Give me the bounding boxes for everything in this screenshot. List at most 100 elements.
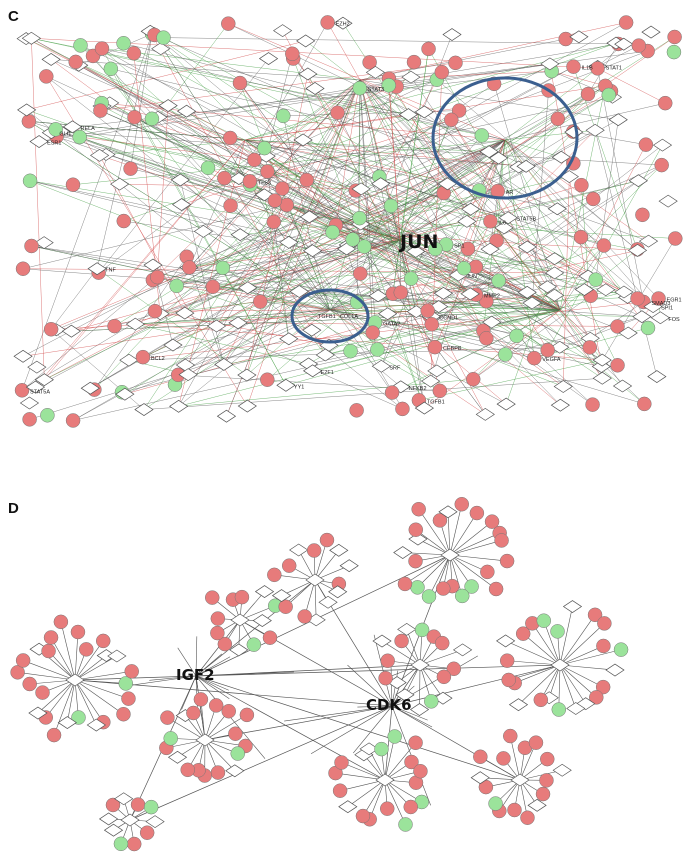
- network-node: [536, 613, 552, 628]
- network-node: [242, 174, 258, 189]
- network-node: [424, 317, 439, 332]
- network-edge: [78, 64, 268, 172]
- network-node: [10, 665, 25, 680]
- network-edge: [228, 23, 527, 167]
- network-edge: [595, 119, 619, 280]
- network-node: [432, 513, 448, 528]
- network-node: [46, 727, 62, 743]
- network-node: [547, 202, 567, 216]
- network-node: [223, 198, 238, 213]
- network-node: [217, 170, 232, 186]
- node-label: GLI1: [59, 132, 71, 138]
- network-edge: [359, 79, 425, 113]
- network-node: [469, 505, 485, 521]
- network-node: [13, 349, 33, 363]
- network-node: [330, 105, 345, 120]
- network-node: [93, 103, 108, 118]
- network-edge: [129, 705, 393, 821]
- network-edge: [74, 679, 124, 715]
- cluster-center-node: [375, 773, 395, 787]
- network-edge: [99, 139, 246, 156]
- network-node: [597, 616, 612, 631]
- network-node: [28, 706, 48, 720]
- network-edge: [23, 309, 331, 357]
- network-node: [383, 198, 399, 214]
- network-node: [22, 412, 37, 427]
- node-label: JUN: [466, 274, 477, 280]
- network-node: [293, 133, 313, 147]
- network-node: [590, 61, 605, 76]
- network-node: [434, 64, 450, 80]
- network-node: [406, 245, 426, 258]
- network-node: [394, 633, 409, 649]
- network-node: [118, 676, 133, 691]
- network-node: [253, 294, 268, 309]
- network-edge: [23, 660, 76, 681]
- network-node: [160, 710, 175, 725]
- network-node: [41, 52, 61, 66]
- network-node: [424, 694, 439, 709]
- network-node: [260, 372, 275, 387]
- network-node: [479, 145, 499, 159]
- network-edge: [26, 40, 306, 111]
- network-edge: [150, 31, 326, 356]
- network-node: [454, 496, 470, 512]
- network-edge: [573, 131, 646, 145]
- network-edge: [195, 619, 241, 677]
- network-edge: [124, 309, 331, 395]
- network-node: [230, 228, 250, 242]
- network-edge: [246, 79, 361, 376]
- network-edge: [238, 22, 328, 179]
- network-edge: [204, 739, 236, 772]
- network-node: [144, 111, 160, 127]
- network-edge: [335, 79, 361, 226]
- network-edge: [228, 23, 506, 141]
- network-node: [551, 702, 567, 717]
- network-node: [414, 401, 435, 415]
- network-node: [427, 339, 443, 355]
- network-edge: [119, 183, 362, 190]
- network-node: [569, 30, 589, 44]
- network-edge: [244, 139, 548, 351]
- hub-label-cdk6: CDK6: [366, 696, 412, 714]
- network-node: [457, 214, 477, 228]
- network-node: [230, 746, 245, 761]
- network-edge: [285, 309, 561, 386]
- network-node: [658, 194, 678, 208]
- node-label: TGFB1: [427, 399, 445, 405]
- network-edge: [314, 550, 340, 581]
- network-node: [414, 622, 430, 638]
- network-edge: [60, 621, 76, 681]
- network-node: [553, 380, 573, 393]
- network-edge: [532, 623, 561, 666]
- node-label: IL1B: [581, 66, 593, 72]
- network-node: [258, 52, 279, 65]
- network-node: [566, 702, 586, 715]
- network-edge: [384, 705, 393, 781]
- network-node: [479, 293, 494, 309]
- network-node: [537, 280, 558, 294]
- network-node: [126, 45, 142, 61]
- network-edge: [181, 119, 452, 205]
- network-node: [40, 408, 55, 423]
- network-node: [262, 630, 278, 645]
- network-node: [552, 763, 572, 777]
- network-edge: [348, 90, 612, 246]
- network-node: [372, 634, 392, 648]
- network-node: [225, 764, 245, 778]
- network-edge: [134, 117, 487, 302]
- network-edge: [212, 286, 561, 311]
- network-edge: [44, 139, 506, 380]
- network-node: [276, 108, 291, 124]
- network-node: [94, 41, 110, 56]
- network-node: [193, 224, 214, 238]
- network-node: [442, 28, 462, 41]
- network-edge: [101, 48, 506, 141]
- network-node: [65, 177, 81, 192]
- network-edge: [149, 675, 197, 681]
- network-node: [522, 296, 542, 310]
- network-edge: [384, 736, 395, 781]
- network-node: [434, 635, 450, 651]
- network-node: [488, 151, 509, 165]
- highlight-ellipse-top: [431, 76, 579, 200]
